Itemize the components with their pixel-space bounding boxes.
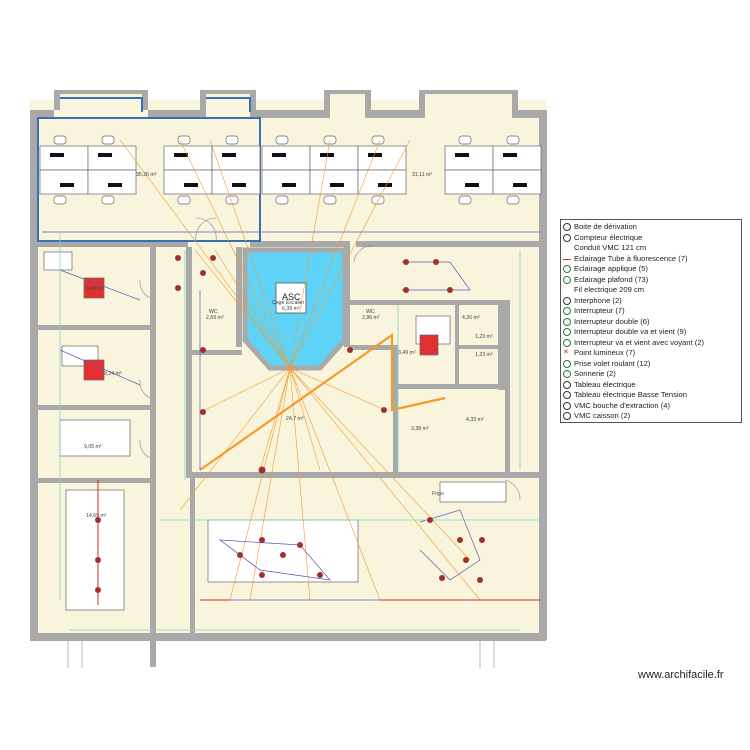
lift-box (275, 282, 307, 314)
legend-label: Eclairage plafond (73) (574, 274, 649, 284)
legend-label: Compteur électrique (574, 232, 643, 242)
chairs (53, 135, 520, 205)
kitchen-label: Frigo (432, 491, 444, 497)
area-meeting-left: 9,05 m² (84, 444, 102, 450)
area-r-room2: 1,23 m² (475, 334, 493, 340)
ceiling-light-icon (563, 275, 571, 284)
area-wc-left: 2,69 m² (206, 315, 224, 321)
area-small-2: 9,24 m² (104, 371, 122, 377)
room-labels: 35,26 m² 31,11 m² 8,45 m² 9,24 m² 9,05 m… (84, 172, 493, 519)
area-r-room4: 3,49 m² (398, 350, 416, 356)
outer-walls (30, 90, 547, 641)
legend-item: Interrupteur double (6) (561, 317, 741, 328)
legend-item: Boite de dérivation (561, 222, 741, 233)
doors (67, 217, 521, 668)
legend-item: Tableau électrique Basse Tension (561, 390, 741, 401)
legend-item: Interrupteur double va et vient (9) (561, 327, 741, 338)
legend-item: Fil electrique 209 cm (561, 285, 741, 296)
legend-item: Compteur électrique (561, 233, 741, 244)
legend-item: VMC caisson (2) (561, 411, 741, 422)
lift-area: 6,39 m² (282, 306, 300, 312)
area-r-room5: 3,38 m² (411, 426, 429, 432)
legend-label: Prise volet roulant (12) (574, 358, 651, 368)
vmc-box-icon (563, 412, 571, 420)
outlet-icon (563, 359, 571, 368)
vmc-icon (563, 401, 571, 410)
light-points (95, 255, 485, 593)
legend-label: Sonnerie (2) (574, 369, 616, 378)
none (563, 286, 571, 294)
legend-label: Interphone (2) (574, 295, 622, 305)
intercom-icon (563, 296, 571, 305)
legend-item: Eclairage plafond (73) (561, 275, 741, 286)
legend-label: Interrupteur (7) (574, 306, 625, 315)
legend-label: Conduit VMC 121 cm (574, 243, 647, 252)
legend-item: Interphone (2) (561, 296, 741, 307)
credit: www.archifacile.fr (638, 669, 724, 681)
legend-label: Tableau électrique Basse Tension (574, 390, 687, 399)
legend-item: ✕ Point lumineux (7) (561, 348, 741, 359)
panel-icon (563, 380, 571, 389)
area-wc-right: 2,96 m² (362, 315, 380, 321)
legend-item: Interrupteur va et vient avec voyant (2) (561, 338, 741, 349)
area-office-tl: 35,26 m² (136, 172, 157, 178)
switch-icon (563, 328, 571, 336)
legend-item: Conduit VMC 121 cm (561, 243, 741, 254)
monitors (50, 153, 527, 187)
panel-low-icon (563, 391, 571, 399)
legend-label: VMC bouche d'extraction (4) (574, 400, 670, 410)
area-r-room1: 4,26 m² (462, 315, 480, 321)
switch-icon (563, 317, 571, 326)
bell-icon (563, 370, 571, 378)
meter-icon (563, 233, 571, 242)
wiring-orange (119, 139, 481, 601)
legend-item: Prise volet roulant (12) (561, 359, 741, 370)
area-office-tr: 31,11 m² (412, 172, 432, 178)
lift-name: ASC (282, 292, 301, 302)
legend-item: Interrupteur (7) (561, 306, 741, 317)
left-offices-furniture (43, 251, 507, 611)
none (563, 244, 571, 252)
legend-item: Eclairage Tube à fluorescence (7) (561, 254, 741, 265)
area-small-1: 8,45 m² (86, 286, 104, 292)
switch-icon (563, 338, 571, 347)
lift-sub: Cage Escalier (272, 300, 305, 306)
legend-label: Eclairage applique (5) (574, 264, 648, 273)
legend-label: Tableau électrique (574, 379, 636, 389)
legend-label: Interrupteur va et vient avec voyant (2) (574, 337, 705, 347)
legend-label: Point lumineux (7) (574, 348, 636, 357)
legend-label: Eclairage Tube à fluorescence (7) (574, 253, 688, 263)
main-feed-wire (199, 332, 446, 471)
legend-item: Tableau électrique (561, 380, 741, 391)
red-line-icon (563, 258, 571, 260)
junction-box-icon (563, 223, 571, 231)
area-open-left: 14,69 m² (86, 513, 107, 519)
area-center: 24,7 m² (286, 416, 304, 422)
legend-item: Sonnerie (2) (561, 369, 741, 380)
wall-light-icon (563, 265, 571, 273)
legend-label: VMC caisson (2) (574, 411, 631, 420)
light-point-icon: ✕ (563, 349, 569, 356)
legend-label: Interrupteur double (6) (574, 316, 650, 326)
legend-label: Boite de dérivation (574, 222, 637, 231)
legend-item: VMC bouche d'extraction (4) (561, 401, 741, 412)
area-r-room3: 1,23 m² (475, 352, 493, 358)
area-r-room6: 4,33 m² (466, 417, 484, 423)
legend-item: Eclairage applique (5) (561, 264, 741, 275)
name-wc-right: WC (366, 309, 375, 315)
legend-label: Fil electrique 209 cm (574, 285, 645, 294)
legend-label: Interrupteur double va et vient (9) (574, 327, 687, 336)
name-wc-left: WC (209, 309, 218, 315)
wiring-teal (59, 232, 540, 631)
switch-icon (563, 307, 571, 315)
desks-top-right (261, 145, 542, 195)
